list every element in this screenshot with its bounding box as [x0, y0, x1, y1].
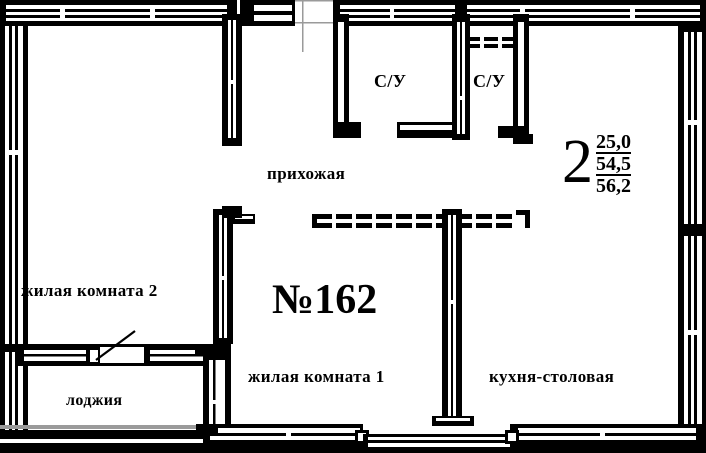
right-exterior-wall-lower	[678, 230, 706, 430]
partition-wall-living2-living1	[213, 209, 255, 344]
door-jamb-living2-top	[222, 206, 242, 218]
wall-wc-divider	[452, 14, 470, 140]
bottom-wall-kitchen	[505, 424, 706, 453]
spec-room-count: 2	[562, 127, 593, 196]
spec-areas: 25,0 54,5 56,2	[596, 132, 631, 196]
partition-wall-living2-hall	[222, 14, 242, 146]
top-wall-left-window	[0, 0, 233, 26]
balcony-door-swing	[95, 330, 136, 361]
apartment-spec: 2 25,0 54,5 56,2	[562, 128, 631, 196]
loggia-partition-wall	[18, 344, 231, 366]
right-exterior-wall-upper	[678, 26, 706, 230]
partition-wall-living1-kitchen	[442, 209, 462, 424]
spec-living-area: 25,0	[596, 131, 631, 154]
bottom-wall-jamb-center	[432, 416, 474, 426]
dashed-duct-wc-right	[466, 37, 514, 48]
wall-wc-right-east	[513, 14, 529, 140]
reference-lines	[295, 0, 338, 52]
spec-area-without-loggia: 54,5	[596, 153, 631, 176]
apartment-number: №162	[272, 277, 378, 323]
room-label-living-1: жилая комната 1	[248, 367, 385, 386]
loggia-parapet	[0, 425, 206, 453]
left-exterior-wall	[0, 26, 28, 344]
wall-wc-left-south	[333, 122, 461, 138]
room-label-hall: прихожая	[267, 164, 346, 183]
room-label-living-2: жилая комната 2	[21, 281, 158, 300]
top-wall-bathrooms	[333, 0, 461, 26]
room-label-kitchen: кухня-столовая	[489, 367, 615, 386]
dashed-partition-hall	[312, 210, 530, 228]
bottom-wall-jamb-left	[196, 424, 218, 436]
room-label-wc-left: С/У	[374, 71, 407, 91]
top-wall-pier-a	[233, 0, 295, 26]
spec-total-area: 56,2	[596, 175, 631, 197]
wall-nub-kitchen-top	[513, 134, 533, 144]
room-label-wc-right: С/У	[473, 71, 506, 91]
wall-wc-left-west	[333, 14, 349, 136]
room-label-loggia: лоджия	[66, 392, 123, 409]
top-wall-right-window	[461, 0, 706, 26]
bottom-wall-living1	[203, 424, 369, 453]
